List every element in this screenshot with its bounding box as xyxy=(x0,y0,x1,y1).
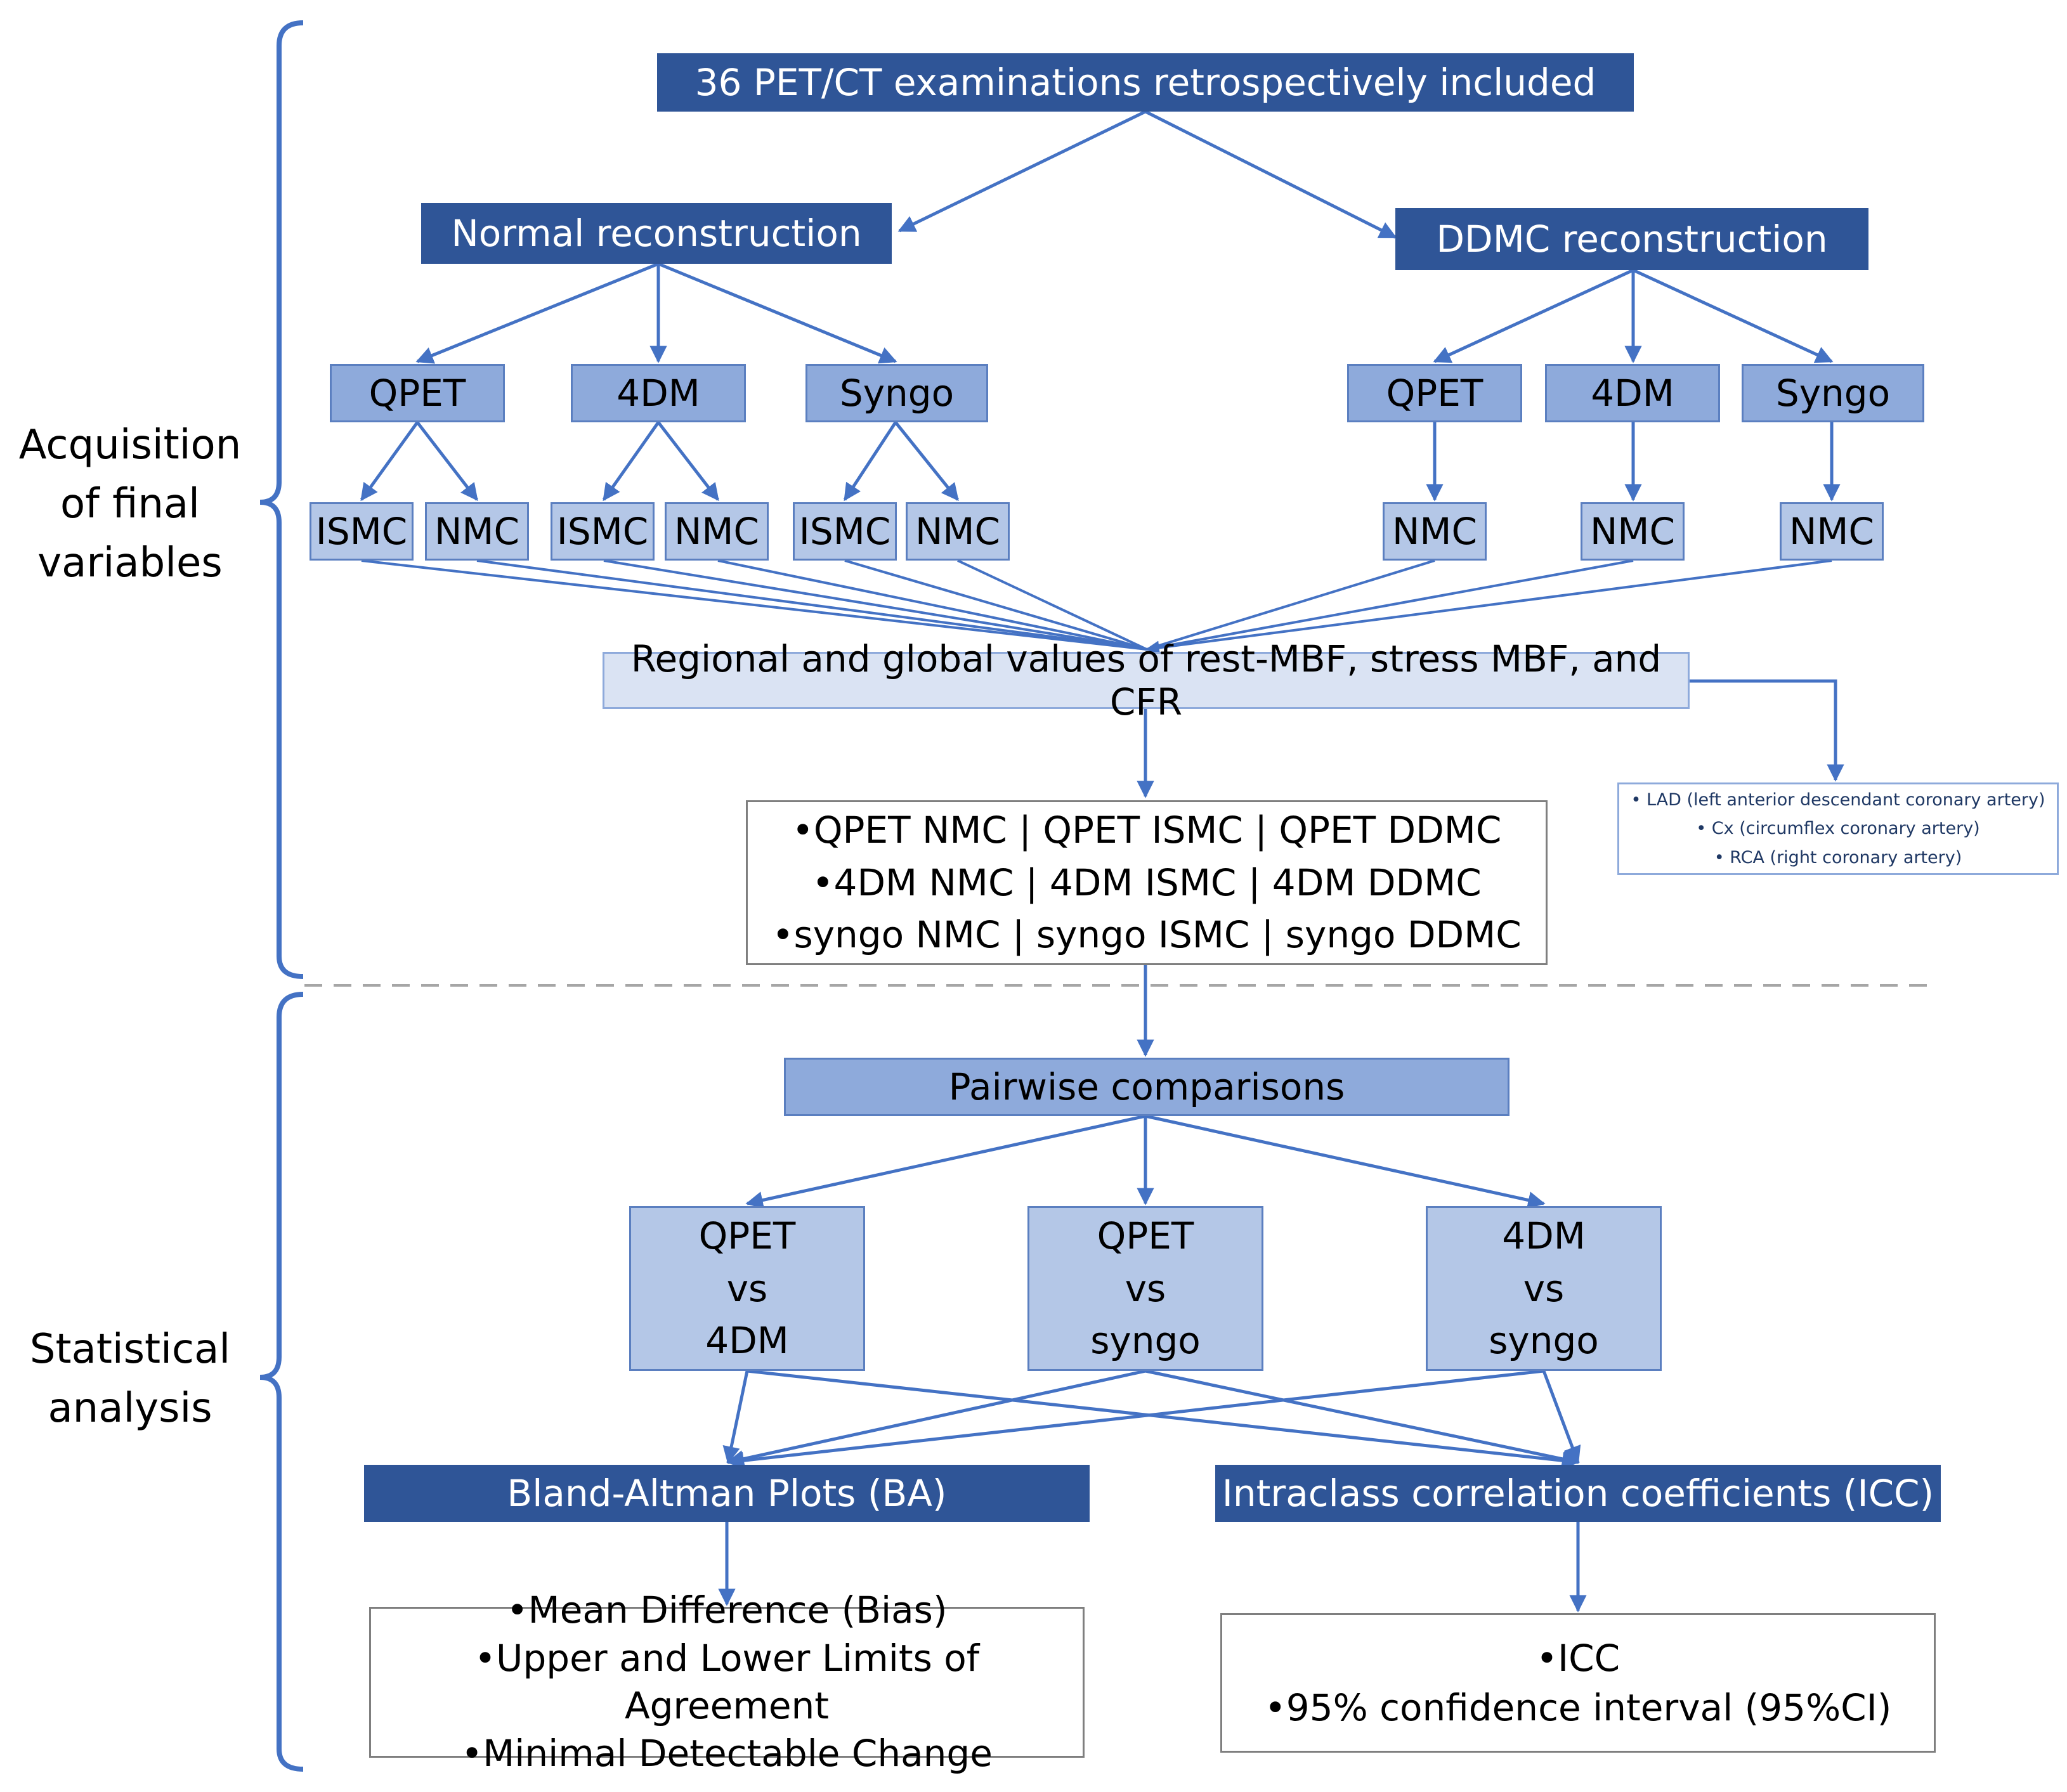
normal-reconstruction-box: Normal reconstruction xyxy=(421,203,892,264)
ddmc-software-syngo: Syngo xyxy=(1742,364,1924,422)
icc-output-icc: •ICC xyxy=(1536,1636,1620,1680)
combo-line-4dm: •4DM NMC | 4DM ISMC | 4DM DDMC xyxy=(812,860,1482,904)
comparison-3-vs: vs xyxy=(1523,1266,1565,1310)
regional-global-values-box: Regional and global values of rest-MBF, … xyxy=(603,637,1690,724)
normal-syngo-nmc: NMC xyxy=(906,502,1010,561)
bland-altman-outputs: •Mean Difference (Bias) •Upper and Lower… xyxy=(369,1588,1085,1775)
legend-item-rca: • RCA (right coronary artery) xyxy=(1714,847,1962,867)
comparison-2-vs: vs xyxy=(1125,1266,1166,1310)
ddmc-qpet-nmc: NMC xyxy=(1383,502,1487,561)
comparison-4dm-vs-syngo: 4DM vs syngo xyxy=(1426,1206,1662,1371)
icc-output-ci: •95% confidence interval (95%CI) xyxy=(1264,1686,1892,1729)
side-label-acquisition-line1: Acquisition xyxy=(18,422,242,469)
pairwise-comparisons-box: Pairwise comparisons xyxy=(784,1058,1509,1116)
ba-output-bias: •Mean Difference (Bias) xyxy=(506,1588,948,1632)
ddmc-4dm-nmc: NMC xyxy=(1581,502,1685,561)
comparison-qpet-vs-4dm: QPET vs 4DM xyxy=(629,1206,865,1371)
side-label-acquisition-line2: of final xyxy=(60,480,200,528)
ddmc-reconstruction-box: DDMC reconstruction xyxy=(1395,208,1868,270)
normal-qpet-ismc: ISMC xyxy=(310,502,414,561)
comparison-1-vs: vs xyxy=(726,1266,768,1310)
side-label-acquisition-line3: variables xyxy=(37,539,223,587)
normal-4dm-nmc: NMC xyxy=(665,502,769,561)
top-box: 36 PET/CT examinations retrospectively i… xyxy=(657,53,1634,112)
icc-box: Intraclass correlation coefficients (ICC… xyxy=(1215,1465,1941,1522)
normal-4dm-ismc: ISMC xyxy=(551,502,655,561)
ddmc-software-qpet: QPET xyxy=(1347,364,1522,422)
comparison-3-a: 4DM xyxy=(1502,1214,1586,1258)
side-label-statistical-line2: analysis xyxy=(48,1384,212,1432)
combo-line-qpet: •QPET NMC | QPET ISMC | QPET DDMC xyxy=(792,808,1502,852)
legend-item-lad: • LAD (left anterior descendant coronary… xyxy=(1631,789,2045,810)
ddmc-syngo-nmc: NMC xyxy=(1780,502,1884,561)
comparison-1-b: 4DM xyxy=(705,1319,789,1363)
comparison-qpet-vs-syngo: QPET vs syngo xyxy=(1027,1206,1263,1371)
coronary-artery-legend: • LAD (left anterior descendant coronary… xyxy=(1617,782,2059,875)
icc-outputs: •ICC •95% confidence interval (95%CI) xyxy=(1220,1613,1936,1753)
ba-output-limits: •Upper and Lower Limits of Agreement xyxy=(474,1636,980,1727)
comparison-3-b: syngo xyxy=(1489,1319,1599,1363)
normal-syngo-ismc: ISMC xyxy=(793,502,897,561)
comparison-2-a: QPET xyxy=(1097,1214,1194,1258)
normal-software-qpet: QPET xyxy=(330,364,505,422)
side-label-acquisition: Acquisition of final variables xyxy=(13,416,247,592)
comparison-2-b: syngo xyxy=(1090,1319,1201,1363)
comparison-1-a: QPET xyxy=(698,1214,796,1258)
normal-qpet-nmc: NMC xyxy=(425,502,529,561)
side-label-statistical: Statistical analysis xyxy=(13,1320,247,1438)
software-combinations-box: •QPET NMC | QPET ISMC | QPET DDMC •4DM N… xyxy=(746,800,1548,965)
legend-item-cx: • Cx (circumflex coronary artery) xyxy=(1696,819,1980,839)
normal-software-4dm: 4DM xyxy=(571,364,746,422)
normal-software-syngo: Syngo xyxy=(805,364,988,422)
ddmc-software-4dm: 4DM xyxy=(1545,364,1720,422)
side-label-statistical-line1: Statistical xyxy=(29,1326,231,1373)
ba-output-mdc: •Minimal Detectable Change xyxy=(461,1732,993,1776)
bland-altman-box: Bland-Altman Plots (BA) xyxy=(364,1465,1090,1522)
combo-line-syngo: •syngo NMC | syngo ISMC | syngo DDMC xyxy=(772,913,1522,957)
